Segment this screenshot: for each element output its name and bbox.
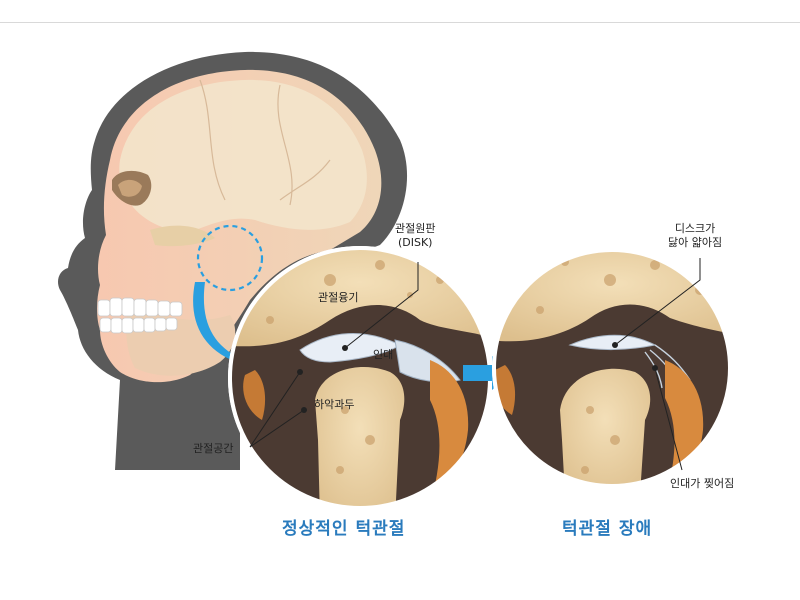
label-disk-line1: 관절원판 (395, 222, 436, 235)
normal-joint-magnified (228, 246, 492, 510)
disorder-joint-magnified (492, 248, 732, 488)
label-ligament: 인대 (373, 348, 394, 361)
skull (97, 69, 382, 383)
label-mandibular-condyle: 하악과두 (314, 398, 355, 411)
label-ligament-torn: 인대가 찢어짐 (670, 477, 735, 490)
caption-normal-tmj: 정상적인 턱관절 (282, 519, 406, 539)
label-disk-line2: (DISK) (397, 236, 433, 249)
tmj-focus-circle (196, 224, 264, 292)
label-disk-worn: 디스크가 닳아 얇아짐 (668, 222, 722, 250)
caption-tmj-disorder: 턱관절 장애 (562, 519, 653, 539)
label-joint-space: 관절공간 (193, 442, 234, 455)
label-disk-worn-line1: 디스크가 (674, 222, 716, 235)
top-divider (0, 22, 800, 23)
label-articular-eminence: 관절융기 (318, 291, 359, 304)
label-disk: 관절원판 (DISK) (395, 222, 435, 250)
label-disk-worn-line2: 닳아 얇아짐 (668, 236, 723, 249)
